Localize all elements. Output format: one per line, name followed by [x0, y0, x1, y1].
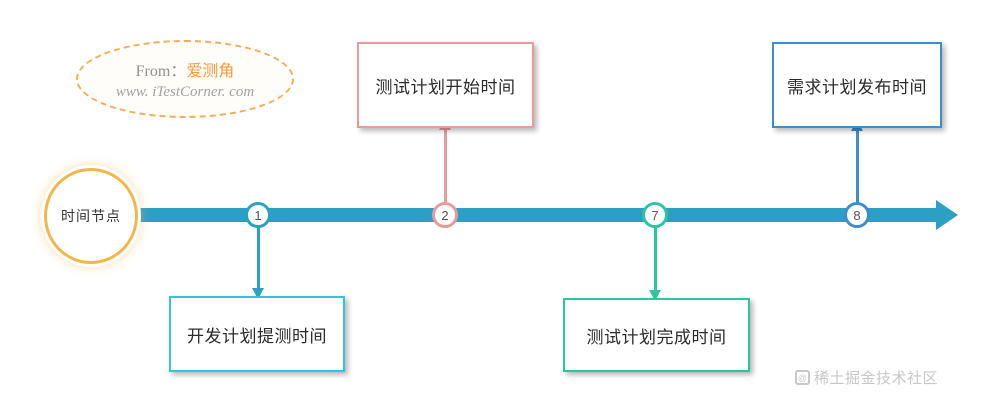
timeline-axis-arrow-icon [936, 200, 958, 230]
timeline-node-2[interactable]: 2 [432, 202, 458, 228]
timeline-node-1[interactable]: 1 [245, 202, 271, 228]
timeline-start-node[interactable]: 时间节点 [44, 168, 138, 264]
connector-line-node-8 [855, 128, 859, 210]
label-box-node-1-text: 开发计划提测时间 [187, 326, 327, 346]
timeline-node-7[interactable]: 7 [642, 202, 668, 228]
watermark-stamp-brand: 爱测角 [186, 63, 235, 80]
connector-line-node-7 [653, 222, 657, 294]
timeline-start-node-label: 时间节点 [61, 208, 121, 224]
timeline-node-7-number: 7 [651, 207, 659, 223]
watermark-stamp-prefix: From： [135, 63, 187, 80]
watermark-corner-text: 稀土掘金技术社区 [814, 370, 939, 387]
connector-arrow-node-7 [649, 290, 661, 301]
watermark-corner-logo-icon: @ [795, 370, 810, 385]
connector-line-node-2 [443, 128, 447, 210]
watermark-stamp-url: www. iTestCorner. com [115, 84, 255, 100]
label-box-node-8-text: 需求计划发布时间 [787, 77, 927, 97]
timeline-node-1-number: 1 [254, 207, 262, 223]
watermark-stamp: From：爱测角 www. iTestCorner. com [76, 40, 294, 118]
timeline-node-2-number: 2 [441, 207, 449, 223]
watermark-stamp-line-1: From：爱测角 [136, 57, 235, 81]
label-box-node-1[interactable]: 开发计划提测时间 [169, 296, 345, 372]
timeline-axis-bar [138, 208, 938, 222]
connector-arrow-node-1 [252, 288, 264, 299]
label-box-node-2[interactable]: 测试计划开始时间 [357, 42, 534, 128]
label-box-node-2-text: 测试计划开始时间 [375, 77, 516, 97]
timeline-node-8-number: 8 [853, 207, 861, 223]
label-box-node-8[interactable]: 需求计划发布时间 [772, 42, 942, 128]
timeline-node-8[interactable]: 8 [844, 202, 870, 228]
watermark-corner: @ 稀土掘金技术社区 [795, 367, 938, 388]
label-box-node-7-text: 测试计划完成时间 [586, 327, 727, 347]
connector-line-node-1 [256, 222, 260, 294]
label-box-node-7[interactable]: 测试计划完成时间 [563, 298, 750, 372]
